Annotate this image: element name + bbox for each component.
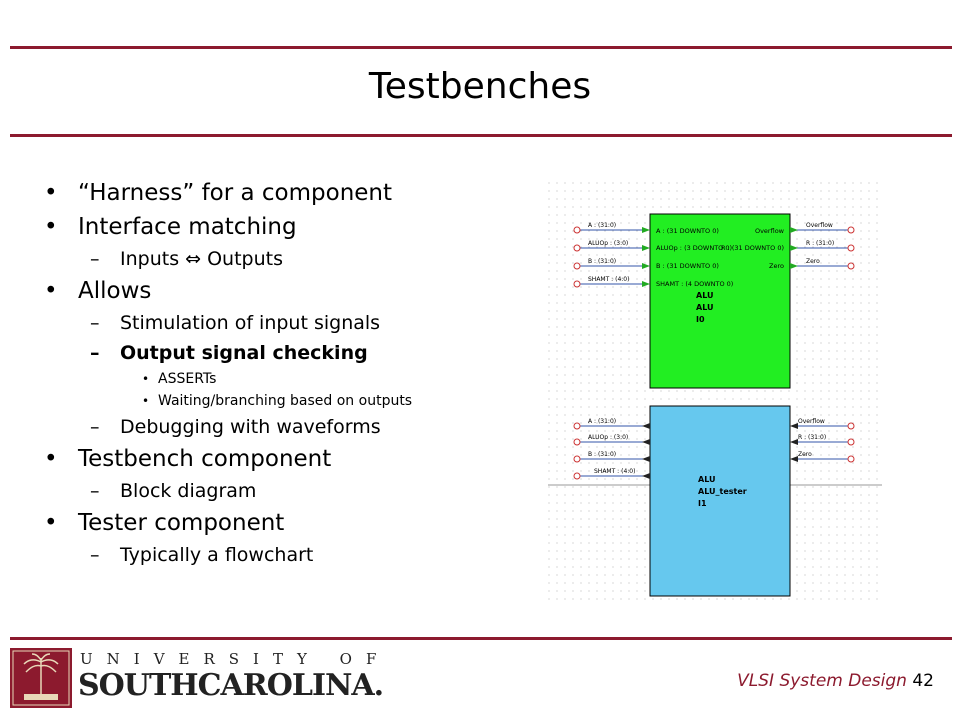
university-wordmark-name: SOUTHCAROLINA.: [78, 668, 384, 703]
dash-marker: –: [90, 342, 100, 364]
bullet-item: • Interface matching: [40, 210, 540, 244]
bullet-marker: •: [44, 214, 58, 240]
alu-block[interactable]: [649, 213, 791, 389]
bullet-list: • “Harness” for a component • Interface ma…: [40, 176, 540, 570]
sub-bullet-text: Stimulation of input signals: [120, 312, 381, 334]
alu-port-zero: Zero: [769, 262, 784, 270]
signal-label-shamt: SHAMT : (4:0): [594, 468, 635, 475]
tester-pin-b: [573, 455, 581, 463]
sub-bullet-text: Block diagram: [120, 480, 257, 502]
sub-bullet-text: Debugging with waveforms: [120, 416, 381, 438]
sub-bullet-item: –Debugging with waveforms: [40, 412, 540, 442]
signal-label-r: R : (31:0): [798, 434, 826, 441]
bullet-marker: •: [44, 446, 58, 472]
block-diagram: A : (31 DOWNTO 0) ALUOp : (3 DOWNTO 0) B…: [548, 182, 882, 600]
sub-sub-bullet-item: • ASSERTs: [40, 368, 540, 390]
alu-pin-r: [847, 244, 855, 252]
bullet-marker: •: [142, 394, 150, 408]
slide-footer: VLSI System Design 42: [737, 671, 934, 691]
tester-pin-zero: [847, 455, 855, 463]
alu-pin-shamt: [573, 280, 581, 288]
tester-pin-r: [847, 438, 855, 446]
signal-label-overflow: Overflow: [806, 222, 833, 229]
alu-port-shamt: SHAMT : (4 DOWNTO 0): [656, 280, 733, 288]
alu-port-aluop: ALUOp : (3 DOWNTO 0): [656, 244, 732, 252]
alu-pin-a: [573, 226, 581, 234]
sub-bullet-item: –Block diagram: [40, 476, 540, 506]
dash-marker: –: [90, 480, 100, 502]
signal-label-a: A : (31:0): [588, 418, 616, 425]
bullet-text: “Harness” for a component: [78, 180, 393, 206]
bullet-item: • “Harness” for a component: [40, 176, 540, 210]
alu-pin-zero: [847, 262, 855, 270]
alu-pin-b: [573, 262, 581, 270]
sub-sub-bullet-item: • Waiting/branching based on outputs: [40, 390, 540, 412]
tester-label-name: ALU: [698, 475, 716, 484]
bullet-marker: •: [44, 180, 58, 206]
bullet-text: Testbench component: [78, 446, 332, 472]
tester-pin-aluop: [573, 438, 581, 446]
signal-label-aluop: ALUOp : (3:0): [588, 240, 628, 247]
signal-label-a: A : (31:0): [588, 222, 616, 229]
alu-port-b: B : (31 DOWNTO 0): [656, 262, 719, 270]
sub-bullet-item: –Output signal checking: [40, 338, 540, 368]
alu-label-entity: ALU: [696, 303, 714, 312]
course-name: VLSI System Design: [737, 671, 907, 691]
bullet-item: • Allows: [40, 274, 540, 308]
alu-port-r: R : (31 DOWNTO 0): [721, 244, 784, 252]
dash-marker: –: [90, 544, 100, 566]
sub-bullet-text: Typically a flowchart: [120, 544, 314, 566]
bullet-item: • Testbench component: [40, 442, 540, 476]
signal-label-zero: Zero: [806, 258, 820, 265]
page-number: 42: [912, 671, 934, 691]
dash-marker: –: [90, 248, 100, 270]
signal-label-r: R : (31:0): [806, 240, 834, 247]
alu-pin-aluop: [573, 244, 581, 252]
bullet-text: Interface matching: [78, 214, 297, 240]
bullet-text: Allows: [78, 278, 152, 304]
university-wordmark-top: UNIVERSITY OF: [80, 650, 391, 668]
signal-label-overflow: Overflow: [798, 418, 825, 425]
title-underline: [10, 134, 952, 137]
bullet-item: • Tester component: [40, 506, 540, 540]
signal-label-zero: Zero: [798, 451, 812, 458]
alu-pin-overflow: [847, 226, 855, 234]
tester-pin-overflow: [847, 422, 855, 430]
sub-bullet-item: –Inputs ⇔ Outputs: [40, 244, 540, 274]
footer-rule: [10, 637, 952, 640]
sub-bullet-item: –Stimulation of input signals: [40, 308, 540, 338]
signal-label-b: B : (31:0): [588, 258, 616, 265]
tester-label-instance: I1: [698, 499, 707, 508]
sub-bullet-item: –Typically a flowchart: [40, 540, 540, 570]
tester-label-entity: ALU_tester: [698, 487, 747, 496]
alu-port-a: A : (31 DOWNTO 0): [656, 227, 719, 235]
tester-pin-shamt: [573, 472, 581, 480]
sub-sub-bullet-text: Waiting/branching based on outputs: [158, 393, 413, 409]
bullet-marker: •: [142, 372, 150, 386]
alu-port-overflow: Overflow: [755, 227, 785, 235]
dash-marker: –: [90, 416, 100, 438]
bullet-text: Tester component: [78, 510, 285, 536]
university-logo: [10, 648, 72, 708]
top-rule: [10, 46, 952, 49]
sub-bullet-text: Output signal checking: [120, 342, 368, 364]
alu-label-name: ALU: [696, 291, 714, 300]
tester-block[interactable]: [649, 405, 791, 597]
signal-label-shamt: SHAMT : (4:0): [588, 276, 629, 283]
signal-label-aluop: ALUOp : (3:0): [588, 434, 628, 441]
sub-bullet-text: Inputs ⇔ Outputs: [120, 248, 283, 270]
sub-sub-bullet-text: ASSERTs: [158, 371, 217, 387]
signal-label-b: B : (31:0): [588, 451, 616, 458]
bullet-marker: •: [44, 278, 58, 304]
bullet-marker: •: [44, 510, 58, 536]
alu-label-instance: I0: [696, 315, 705, 324]
slide-title: Testbenches: [368, 66, 592, 107]
tester-pin-a: [573, 422, 581, 430]
dash-marker: –: [90, 312, 100, 334]
